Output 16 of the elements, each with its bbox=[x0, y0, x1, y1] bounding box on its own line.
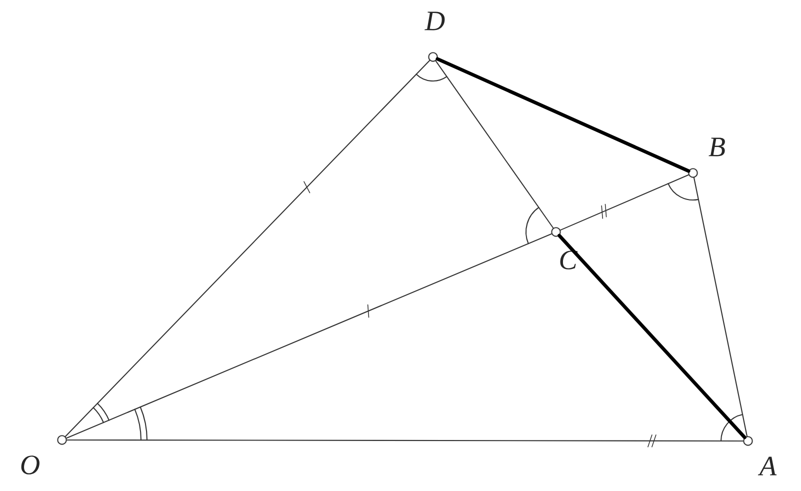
node-label: D bbox=[424, 12, 445, 30]
node-label: O bbox=[21, 456, 40, 474]
line-segment bbox=[435, 60, 554, 229]
line-segment bbox=[693, 177, 748, 437]
line-segment bbox=[436, 57, 690, 173]
line-segment bbox=[66, 233, 552, 439]
node-label: B bbox=[708, 138, 725, 156]
line-segment bbox=[560, 174, 690, 231]
point: B bbox=[688, 138, 725, 178]
point: D bbox=[424, 12, 445, 62]
point: O bbox=[21, 435, 67, 474]
line-segment bbox=[64, 60, 430, 438]
line-segment bbox=[558, 234, 746, 440]
point: A bbox=[743, 436, 777, 476]
node-label: A bbox=[758, 456, 777, 476]
line-segment bbox=[66, 439, 744, 442]
